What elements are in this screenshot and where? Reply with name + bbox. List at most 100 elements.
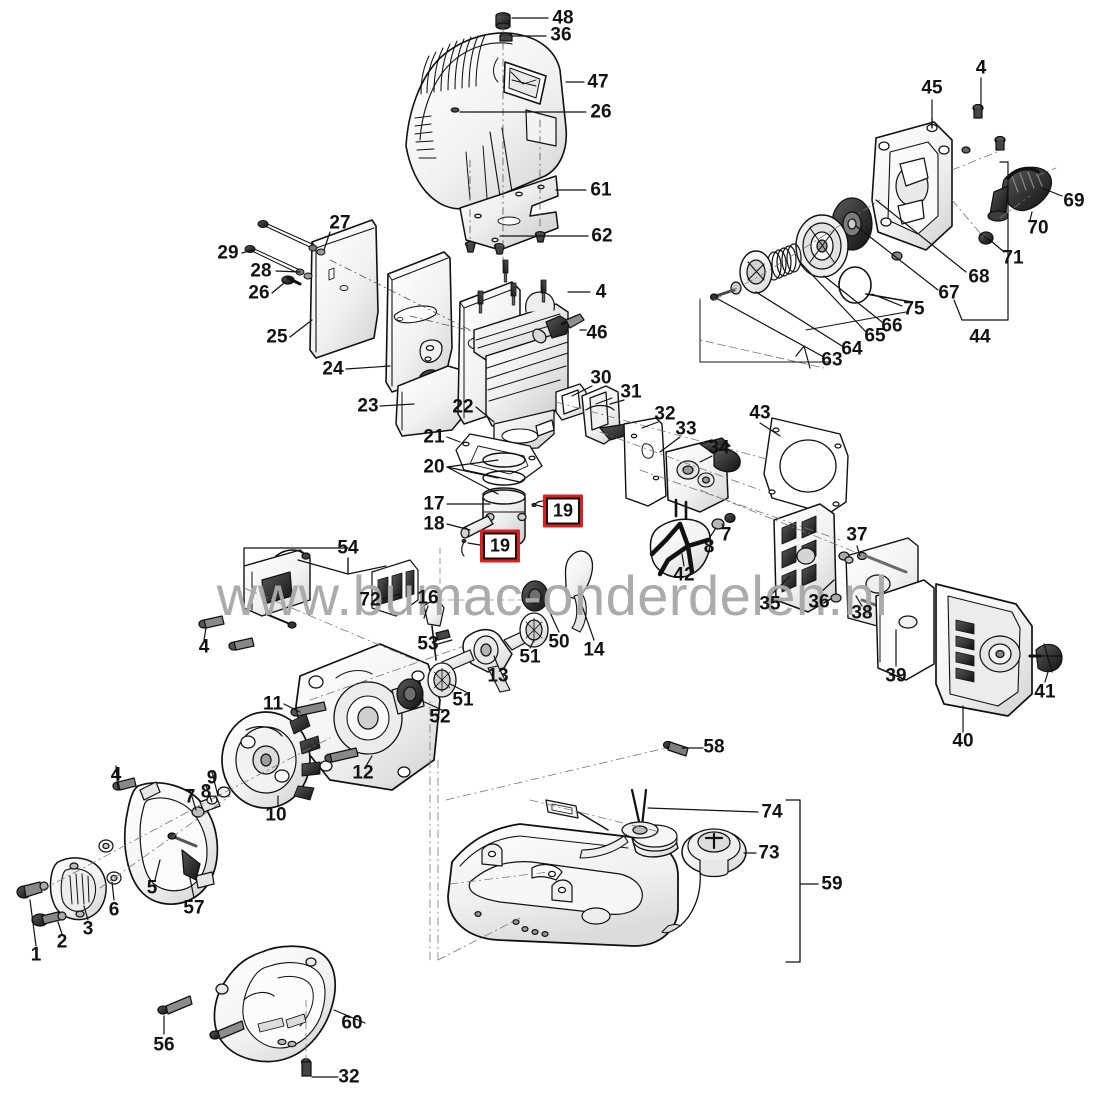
fuel-tank-group (447, 740, 747, 947)
callout-32b: 32 (338, 1066, 360, 1088)
knob-41 (1028, 643, 1063, 673)
cylinder-group (473, 259, 585, 451)
callout-7: 7 (720, 524, 732, 546)
callout-51a: 51 (519, 646, 541, 668)
callout-57: 57 (183, 897, 205, 919)
callout-62: 62 (591, 225, 613, 247)
callout-42: 42 (673, 564, 695, 586)
air-filter-group (875, 579, 935, 681)
callout-72: 72 (359, 589, 381, 611)
callout-8: 8 (703, 536, 715, 558)
callout-75: 75 (903, 298, 925, 320)
callout-36b: 36 (808, 591, 830, 613)
callout-33: 33 (675, 418, 697, 440)
callout-64: 64 (841, 338, 863, 360)
highlight-19-b: 19 (479, 529, 521, 563)
callout-45: 45 (921, 77, 943, 99)
crankshaft-group (371, 550, 594, 710)
carburetor-34 (665, 437, 741, 520)
callout-60: 60 (341, 1012, 363, 1034)
callout-43: 43 (749, 402, 771, 424)
intake-carb-group (555, 383, 919, 631)
flywheel-10 (221, 711, 321, 809)
callout-9: 9 (206, 767, 218, 789)
screw-58 (662, 740, 689, 757)
callout-41: 41 (1034, 681, 1056, 703)
bearing-51-left (427, 662, 457, 698)
gasket-33 (623, 417, 667, 507)
callout-4c: 4 (198, 636, 210, 658)
callout-17: 17 (423, 493, 445, 515)
fan-cover-42 (649, 518, 712, 578)
ignition-coil-54 (243, 549, 311, 629)
callout-61: 61 (590, 179, 612, 201)
callout-25: 25 (266, 326, 288, 348)
spring-75 (838, 266, 913, 304)
callout-6: 6 (108, 899, 120, 921)
callout-39: 39 (885, 665, 907, 687)
clutch-drum-3 (49, 857, 107, 921)
intake-manifold-35 (773, 503, 837, 613)
callout-44: 44 (969, 326, 991, 348)
callout-26b: 26 (248, 282, 270, 304)
callout-1: 1 (30, 944, 42, 966)
callout-54: 54 (337, 537, 359, 559)
clutch-fasteners (16, 615, 359, 927)
gasket-43 (763, 417, 849, 515)
recoil-pulley-66 (795, 214, 849, 278)
callout-14: 14 (583, 639, 605, 661)
air-filter-cover-group (935, 583, 1033, 717)
callout-69: 69 (1063, 190, 1085, 212)
callout-74: 74 (761, 801, 783, 823)
callout-24: 24 (322, 358, 344, 380)
callout-56: 56 (153, 1034, 175, 1056)
callout-53: 53 (417, 633, 439, 655)
top-fasteners (450, 12, 546, 255)
callout-4d: 4 (110, 764, 122, 786)
callout-68: 68 (968, 266, 990, 288)
starter-handle-70 (987, 166, 1052, 222)
callout-35: 35 (759, 593, 781, 615)
fuel-pickup (531, 799, 609, 881)
callout-38: 38 (851, 602, 873, 624)
callout-67: 67 (938, 282, 960, 304)
callout-4a: 4 (975, 57, 987, 79)
callout-46: 46 (586, 322, 608, 344)
callout-40: 40 (952, 730, 974, 752)
callout-59: 59 (821, 873, 843, 895)
callout-12: 12 (352, 762, 374, 784)
callout-11: 11 (262, 693, 284, 715)
callout-22: 22 (452, 396, 474, 418)
callout-66: 66 (881, 315, 903, 337)
shield-screws (157, 995, 312, 1077)
callout-73: 73 (758, 842, 780, 864)
callout-5: 5 (146, 877, 158, 899)
lever-14 (564, 550, 594, 599)
callout-3: 3 (82, 918, 94, 940)
callout-50: 50 (548, 631, 570, 653)
callout-30: 30 (590, 367, 612, 389)
callout-65: 65 (864, 325, 886, 347)
callout-37: 37 (846, 524, 868, 546)
fuel-cap-73 (661, 828, 747, 934)
callout-16: 16 (417, 587, 439, 609)
callout-18: 18 (423, 513, 445, 535)
callout-27: 27 (329, 212, 351, 234)
washer-8 (711, 518, 725, 530)
callout-21: 21 (423, 426, 445, 448)
highlight-label: 19 (482, 532, 518, 560)
debris-shield-group (157, 945, 337, 1077)
callout-52: 52 (429, 706, 451, 728)
starter-group (709, 103, 1052, 304)
engine-cover-group (405, 32, 568, 210)
highlight-19-a: 19 (542, 494, 584, 528)
callout-8b: 8 (200, 781, 212, 803)
fuel-line-74 (579, 788, 659, 859)
callout-63: 63 (821, 349, 843, 371)
spark-plug (545, 313, 585, 339)
callout-51b: 51 (452, 689, 474, 711)
callout-58: 58 (703, 736, 725, 758)
callout-28: 28 (250, 260, 272, 282)
